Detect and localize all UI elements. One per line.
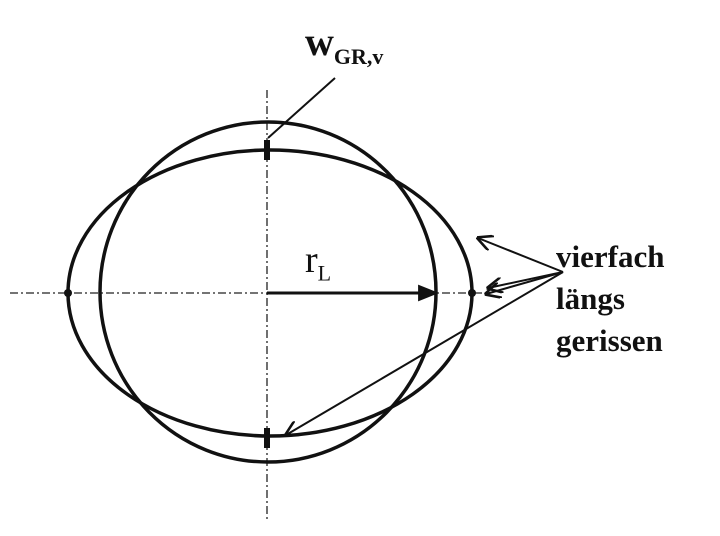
side-label-line2: längs bbox=[556, 281, 625, 316]
radius-label: rL bbox=[305, 238, 331, 287]
crack-mark-top bbox=[264, 140, 270, 160]
gap-width-symbol: w bbox=[305, 19, 334, 64]
side-label-line3: gerissen bbox=[556, 323, 663, 358]
radius-symbol: r bbox=[305, 239, 318, 281]
gap-leader-line bbox=[267, 77, 336, 139]
crack-mark-bottom bbox=[264, 428, 270, 448]
crack-mark-right bbox=[468, 289, 476, 297]
gap-width-label: wGR,v bbox=[305, 18, 383, 70]
crack-mark-left bbox=[64, 289, 72, 297]
side-label-line1: vierfach bbox=[556, 239, 665, 274]
gap-width-subscript: GR,v bbox=[333, 44, 384, 69]
annotation-arrows bbox=[286, 238, 564, 435]
radius-subscript: L bbox=[317, 260, 332, 286]
